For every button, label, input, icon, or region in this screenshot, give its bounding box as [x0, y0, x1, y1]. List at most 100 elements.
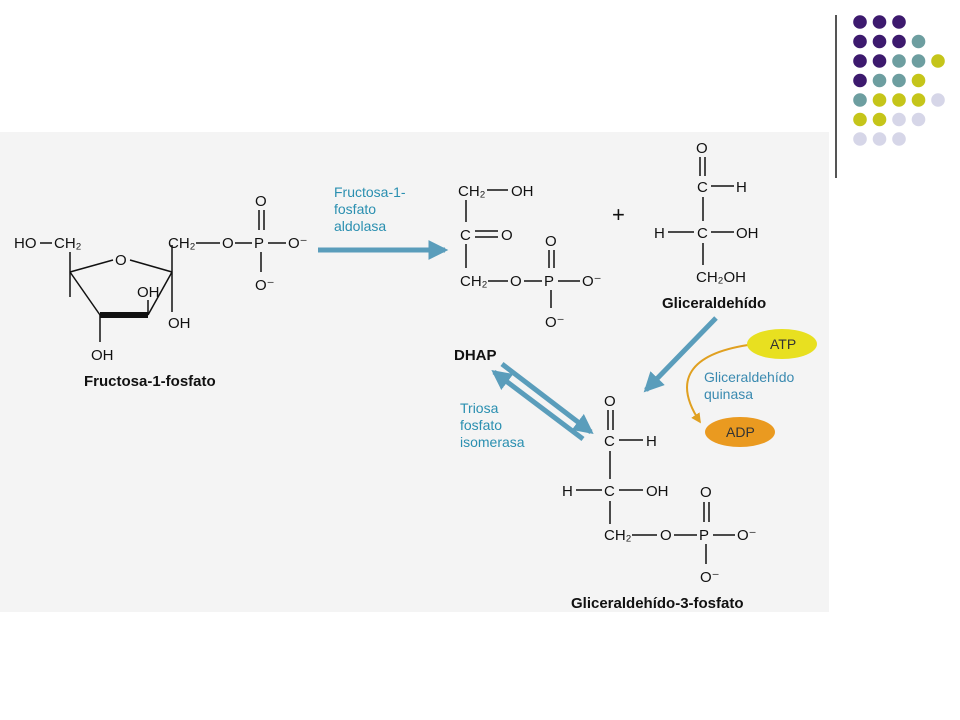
- fructose-1-phosphate-structure: HO CH₂ O CH₂ O P O O⁻ O⁻: [14, 193, 308, 390]
- kinase-line2: quinasa: [704, 386, 753, 402]
- f1p-oh-bottom: OH: [91, 347, 114, 364]
- isomerase-line1: Triosa: [460, 400, 499, 416]
- decor-dot: [911, 93, 926, 107]
- dhap-bridge-oxygen: O: [510, 273, 522, 290]
- decor-dot: [853, 34, 867, 49]
- g3p-structure: O C H H C OH CH₂ O P O O⁻ O⁻ Gliceral: [562, 393, 757, 612]
- decor-dot: [853, 15, 867, 29]
- f1p-bridge-oxygen: O: [222, 235, 234, 252]
- decor-dot: [892, 34, 906, 49]
- g3p-phosphate-o-right: O⁻: [737, 527, 757, 544]
- dhap-phosphorus: P: [544, 273, 554, 290]
- gly-name: Gliceraldehído: [662, 295, 766, 312]
- dhap-keto-oxygen: O: [501, 227, 513, 244]
- dhap-structure: CH₂ OH C O CH₂ O P O O⁻ O⁻ DHAP: [454, 183, 602, 364]
- g3p-h1: H: [646, 433, 657, 450]
- kinase-arrow: [643, 316, 718, 393]
- kinase-label: Gliceraldehído quinasa: [704, 369, 794, 402]
- gly-h1: H: [736, 179, 747, 196]
- decor-dot: [892, 73, 906, 88]
- gly-o-top: O: [696, 140, 708, 157]
- dhap-carbon: C: [460, 227, 471, 244]
- decor-dot: [872, 73, 887, 88]
- decor-dot: [911, 73, 926, 88]
- g3p-c1: C: [604, 433, 615, 450]
- decor-dot: [911, 54, 926, 68]
- aldolase-line2: fosfato: [334, 201, 376, 217]
- f1p-ho-label: HO: [14, 235, 37, 252]
- decor-dot: [911, 34, 926, 49]
- decor-dot: [853, 73, 867, 88]
- dhap-oh-top: OH: [511, 183, 534, 200]
- g3p-ch2: CH₂: [604, 527, 632, 544]
- f1p-phosphate-o-right: O⁻: [288, 235, 308, 252]
- g3p-phosphate-o-top: O: [700, 484, 712, 501]
- dhap-ch2-top: CH₂: [458, 183, 486, 200]
- decor-dot: [931, 93, 945, 107]
- decor-dot: [853, 54, 867, 68]
- g3p-bridge-oxygen: O: [660, 527, 672, 544]
- f1p-phosphate-o-top: O: [255, 193, 267, 210]
- g3p-h-left: H: [562, 483, 573, 500]
- g3p-name: Gliceraldehído-3-fosfato: [571, 595, 744, 612]
- gly-c1: C: [697, 179, 708, 196]
- atp-to-adp-curve: [686, 344, 749, 424]
- title-divider-line: [835, 15, 837, 178]
- f1p-phosphate-o-bottom: O⁻: [255, 277, 275, 294]
- aldolase-label: Fructosa-1- fosfato aldolasa: [334, 184, 406, 234]
- plus-sign: +: [612, 202, 625, 227]
- decor-dot: [872, 112, 887, 127]
- isomerase-line2: fosfato: [460, 417, 502, 433]
- decor-dot: [872, 15, 887, 29]
- dhap-name: DHAP: [454, 347, 497, 364]
- decor-dot: [892, 93, 906, 107]
- decor-dot: [892, 54, 906, 68]
- f1p-name: Fructosa-1-fosfato: [84, 373, 216, 390]
- aldolase-line1: Fructosa-1-: [334, 184, 406, 200]
- f1p-oh-c2: OH: [168, 315, 191, 332]
- gly-c2: C: [697, 225, 708, 242]
- gly-ch2oh: CH₂OH: [696, 269, 746, 286]
- decor-dot: [892, 112, 906, 127]
- g3p-o-top: O: [604, 393, 616, 410]
- isomerase-label: Triosa fosfato isomerasa: [460, 400, 525, 450]
- decor-dot: [872, 93, 887, 107]
- decor-dot: [872, 132, 887, 146]
- f1p-ch2-left: CH₂: [54, 235, 82, 252]
- g3p-c2: C: [604, 483, 615, 500]
- f1p-ring-oxygen: O: [115, 252, 127, 269]
- dhap-phosphate-o-top: O: [545, 233, 557, 250]
- atp-badge: [747, 329, 817, 359]
- gly-h-left: H: [654, 225, 665, 242]
- f1p-phosphorus: P: [254, 235, 264, 252]
- aldolase-line3: aldolasa: [334, 218, 386, 234]
- decor-dot: [931, 54, 945, 68]
- isomerase-line3: isomerasa: [460, 434, 525, 450]
- f1p-ch2-right: CH₂: [168, 235, 196, 252]
- isomerase-arrow-to-dhap: [491, 369, 585, 441]
- dhap-phosphate-o-bottom: O⁻: [545, 314, 565, 331]
- glyceraldehyde-structure: O C H H C OH CH₂OH Gliceraldehído: [654, 140, 766, 312]
- dhap-ch2-bottom: CH₂: [460, 273, 488, 290]
- g3p-phosphate-o-bottom: O⁻: [700, 569, 720, 586]
- atp-label: ATP: [770, 336, 796, 352]
- adp-badge: [705, 417, 775, 447]
- g3p-oh: OH: [646, 483, 669, 500]
- decor-dot: [892, 15, 906, 29]
- kinase-line1: Gliceraldehído: [704, 369, 794, 385]
- metabolic-pathway-figure: HO CH₂ O CH₂ O P O O⁻ O⁻: [0, 132, 829, 612]
- decor-dot: [853, 93, 867, 107]
- decor-dot: [853, 132, 867, 146]
- dhap-phosphate-o-right: O⁻: [582, 273, 602, 290]
- g3p-phosphorus: P: [699, 527, 709, 544]
- adp-label: ADP: [726, 424, 755, 440]
- decor-dot: [853, 112, 867, 127]
- decor-dot: [872, 54, 887, 68]
- decor-dot: [911, 112, 926, 127]
- isomerase-arrow-to-g3p: [500, 362, 594, 435]
- decor-dot: [892, 132, 906, 146]
- decor-dot: [872, 34, 887, 49]
- decorative-dot-grid: [853, 15, 945, 146]
- f1p-oh-ring: OH: [137, 284, 160, 301]
